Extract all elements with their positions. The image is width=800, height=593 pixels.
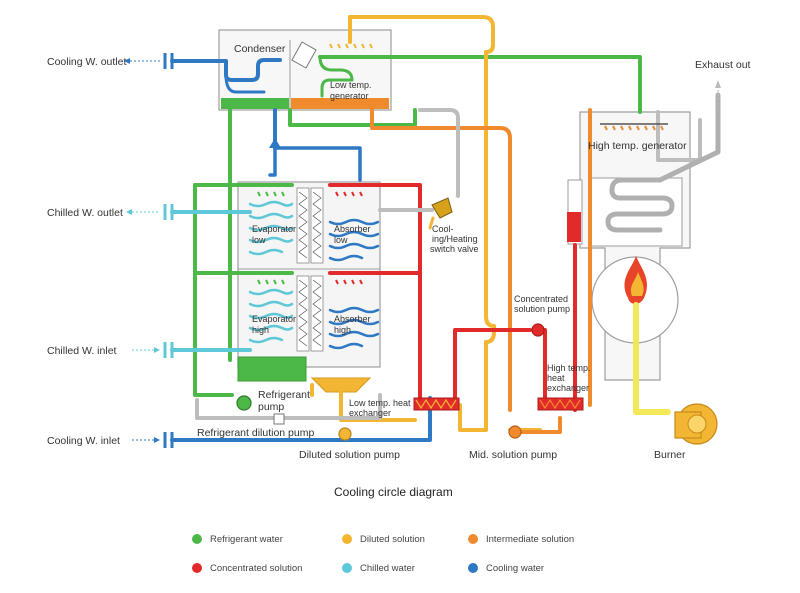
refrigerant-water-pipes xyxy=(193,55,642,397)
switch-valve-icon xyxy=(431,197,453,219)
heat-exchangers xyxy=(413,397,584,411)
legend-label: Concentrated solution xyxy=(210,563,302,574)
vapor-lines xyxy=(195,92,721,420)
absorber-high-label-2: high xyxy=(334,325,351,335)
refrigerant-pump-icon xyxy=(236,395,252,411)
eliminator-low-right xyxy=(310,187,324,264)
legend-label: Refrigerant water xyxy=(210,534,283,545)
refrigerant-tank xyxy=(237,356,307,382)
chilled-w-inlet-label: Chilled W. inlet xyxy=(47,345,117,357)
switch-valve-label-2: ing/Heating xyxy=(432,234,478,244)
eliminator-low-left xyxy=(296,187,310,264)
pumps xyxy=(236,323,545,441)
diluted-solution-pump-icon xyxy=(338,427,352,441)
legend-swatch-chilled-water xyxy=(342,563,352,573)
concentrated-solution-pipes xyxy=(328,183,581,412)
legend-item: Concentrated solution xyxy=(192,563,302,574)
burner-assembly xyxy=(624,256,718,445)
concentrated-pump-label-2: solution pump xyxy=(514,304,570,314)
low-temp-hx-label-1: Low temp. heat xyxy=(349,398,411,408)
legend-label: Chilled water xyxy=(360,563,415,574)
legend-item: Diluted solution xyxy=(342,534,425,545)
low-temp-hx-label-2: exchanger xyxy=(349,408,391,418)
eliminator-high-left xyxy=(296,275,310,352)
legend-label: Cooling water xyxy=(486,563,544,574)
eliminator-high-zigzag xyxy=(298,279,322,347)
legend-item: Intermediate solution xyxy=(468,534,574,545)
evaporator-low-label-1: Evaporator xyxy=(252,224,296,234)
low-temp-generator-label-2: generator xyxy=(330,91,369,101)
eliminator-high-right xyxy=(310,275,324,352)
cooling-w-outlet-label: Cooling W. outlet xyxy=(47,56,126,68)
legend-label: Diluted solution xyxy=(360,534,425,545)
intermediate-solution-pipes xyxy=(370,108,592,434)
refrigerant-pump-label-1: Refrigerant xyxy=(258,389,310,401)
cooling-w-inlet-label: Cooling W. inlet xyxy=(47,435,120,447)
legend-swatch-concentrated-solution xyxy=(192,563,202,573)
legend-swatch-cooling-water xyxy=(468,563,478,573)
burner-label: Burner xyxy=(654,449,686,461)
legend-item: Refrigerant water xyxy=(192,534,283,545)
spray-nozzles xyxy=(257,43,668,285)
water-terminals xyxy=(124,53,721,448)
absorber-low-label-2: low xyxy=(334,235,348,245)
high-temp-hx-label-2: heat xyxy=(547,373,565,383)
legend-swatch-diluted-solution xyxy=(342,534,352,544)
low-temp-generator-pool xyxy=(291,98,389,109)
refrigerant-pump-label-2: pump xyxy=(258,401,284,413)
high-temp-hx-label-3: exchanger xyxy=(547,383,589,393)
legend: Refrigerant water Diluted solution Inter… xyxy=(192,534,574,574)
switch-valve-label-1: Cool- xyxy=(432,224,454,234)
condenser-label: Condenser xyxy=(234,43,286,55)
high-temp-generator-label: High temp. generator xyxy=(588,140,687,152)
chilled-water-pipes xyxy=(248,200,294,344)
mid-solution-pump-label: Mid. solution pump xyxy=(469,449,557,461)
evaporator-high-label-2: high xyxy=(252,325,269,335)
condenser-baffle xyxy=(291,41,317,69)
exhaust-out-label: Exhaust out xyxy=(695,59,751,71)
legend-swatch-refrigerant-water xyxy=(192,534,202,544)
evaporator-low-label-2: low xyxy=(252,235,266,245)
legend-item: Chilled water xyxy=(342,563,415,574)
chilled-w-outlet-label: Chilled W. outlet xyxy=(47,207,123,219)
diluted-solution-pump-label: Diluted solution pump xyxy=(299,449,400,461)
absorber-sump xyxy=(310,377,372,393)
eliminator-low-zigzag xyxy=(298,191,322,259)
mid-solution-pump-icon xyxy=(508,425,522,439)
high-temp-hx-label-1: High temp. xyxy=(547,363,591,373)
evaporator-high-label-1: Evaporator xyxy=(252,314,296,324)
refrigerant-dilution-valve-icon xyxy=(273,413,285,425)
switch-valve-label-3: switch valve xyxy=(430,244,479,254)
diagram-caption: Cooling circle diagram xyxy=(334,485,453,499)
absorber-low-label-1: Absorber xyxy=(334,224,371,234)
concentrated-pump-label-1: Concentrated xyxy=(514,294,568,304)
legend-label: Intermediate solution xyxy=(486,534,574,545)
concentrated-solution-pump-icon xyxy=(531,323,545,337)
absorber-high-label-1: Absorber xyxy=(334,314,371,324)
refrigerant-dilution-pump-label: Refrigerant dilution pump xyxy=(197,427,314,439)
legend-item: Cooling water xyxy=(468,563,544,574)
legend-swatch-intermediate-solution xyxy=(468,534,478,544)
cooling-water-pipes xyxy=(170,58,432,442)
low-temp-generator-label-1: Low temp. xyxy=(330,80,372,90)
condenser-refrigerant-pool xyxy=(221,98,289,109)
